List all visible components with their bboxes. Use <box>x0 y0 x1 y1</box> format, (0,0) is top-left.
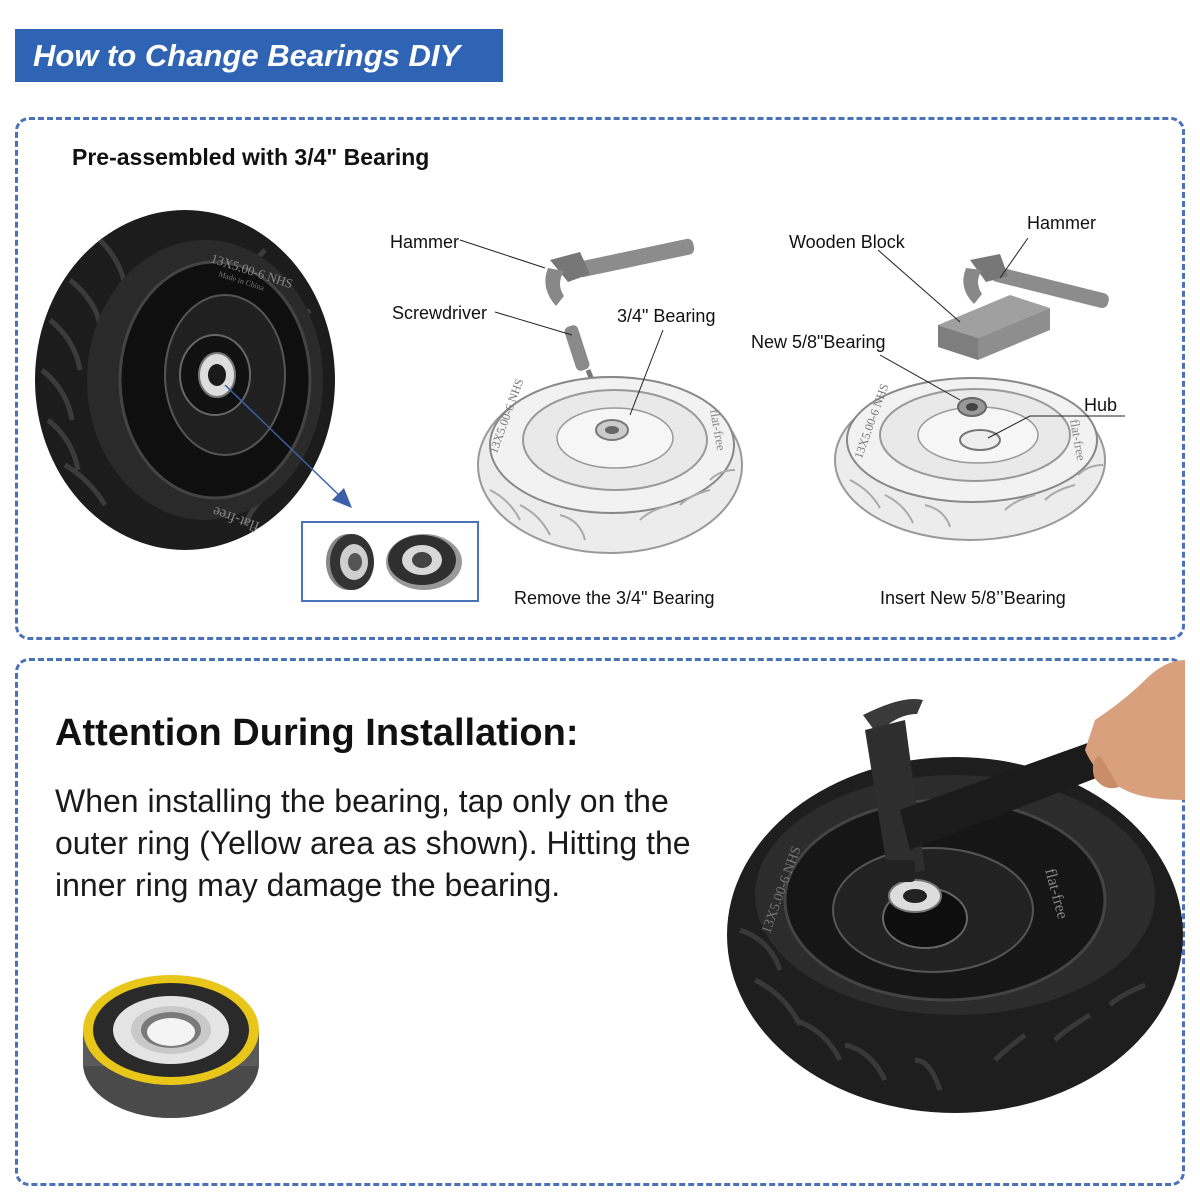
sketch-tire-brand-2: flat-free <box>1067 418 1089 462</box>
sketch-tire-brand-1: flat-free <box>707 408 729 452</box>
remove-bearing-sketch: 13X5.00-6 NHS flat-free <box>459 238 743 554</box>
removal-steps-panel <box>15 117 1185 640</box>
panel-subtitle: Pre-assembled with 3/4" Bearing <box>72 144 430 170</box>
pointer-arrow <box>224 384 352 508</box>
label-hammer-2: Hammer <box>1027 213 1097 233</box>
label-hub: Hub <box>1084 395 1118 415</box>
bearing-pair-icon <box>326 534 462 590</box>
caption-insert-bearing: Insert New 5/8’’Bearing <box>880 588 1066 608</box>
label-hammer-1: Hammer <box>390 232 460 252</box>
label-new-bearing: New 5/8"Bearing <box>751 332 886 352</box>
attention-body: When installing the bearing, tap only on… <box>55 783 691 903</box>
hammer-tire-photo: 13X5.00-6 NHS flat-free <box>727 660 1185 1113</box>
page-title: How to Change Bearings DIY <box>33 38 461 73</box>
label-wooden-block: Wooden Block <box>789 232 905 252</box>
page-title-banner: How to Change Bearings DIY <box>15 29 503 82</box>
attention-panel <box>15 658 1185 1186</box>
label-old-bearing: 3/4" Bearing <box>617 306 716 326</box>
attention-title: Attention During Installation: <box>55 712 579 754</box>
caption-remove-bearing: Remove the 3/4" Bearing <box>514 588 715 608</box>
label-screwdriver: Screwdriver <box>392 303 488 323</box>
insert-bearing-sketch: 13X5.00-6 NHS flat-free <box>834 237 1125 541</box>
bearing-outer-ring-icon <box>83 975 259 1118</box>
